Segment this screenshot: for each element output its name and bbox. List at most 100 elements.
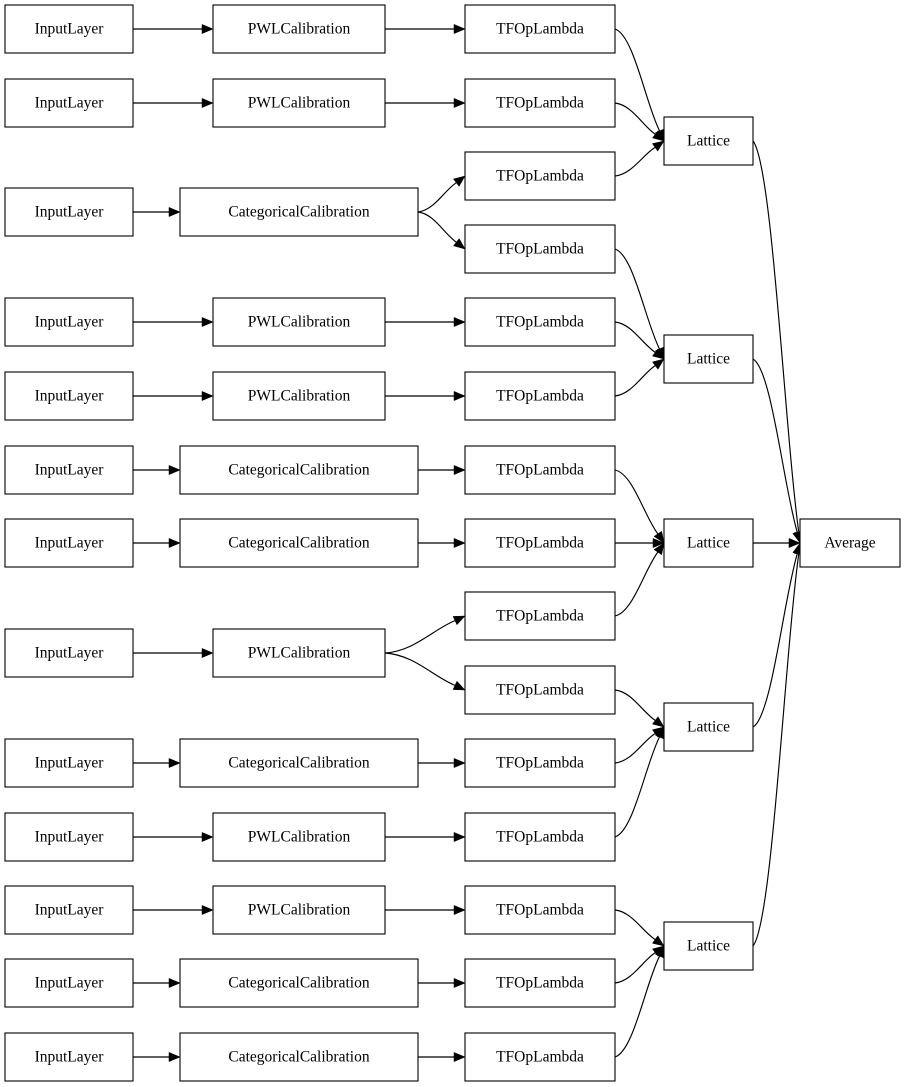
node-tfoplambda-33[interactable]: TFOpLambda <box>464 518 616 568</box>
node-box[interactable] <box>212 628 386 678</box>
node-box[interactable] <box>464 224 616 274</box>
node-box[interactable] <box>464 4 616 54</box>
node-lattice-44[interactable]: Lattice <box>663 702 754 752</box>
node-box[interactable] <box>4 187 134 237</box>
node-lattice-45[interactable]: Lattice <box>663 921 754 971</box>
node-box[interactable] <box>464 738 616 788</box>
node-box[interactable] <box>663 518 754 568</box>
node-inputlayer-12[interactable]: InputLayer <box>4 1032 134 1082</box>
node-box[interactable] <box>464 1032 616 1082</box>
node-pwlcalibration-22[interactable]: PWLCalibration <box>212 812 386 862</box>
node-box[interactable] <box>464 885 616 935</box>
node-box[interactable] <box>4 958 134 1008</box>
node-label: TFOpLambda <box>496 608 584 625</box>
node-box[interactable] <box>4 885 134 935</box>
node-tfoplambda-31[interactable]: TFOpLambda <box>464 371 616 421</box>
node-box[interactable] <box>663 921 754 971</box>
node-average-46[interactable]: Average <box>799 518 901 568</box>
node-inputlayer-3[interactable]: InputLayer <box>4 297 134 347</box>
node-box[interactable] <box>179 958 419 1008</box>
node-tfoplambda-37[interactable]: TFOpLambda <box>464 812 616 862</box>
node-tfoplambda-36[interactable]: TFOpLambda <box>464 738 616 788</box>
node-tfoplambda-30[interactable]: TFOpLambda <box>464 297 616 347</box>
node-inputlayer-5[interactable]: InputLayer <box>4 445 134 495</box>
node-lattice-41[interactable]: Lattice <box>663 116 754 166</box>
node-box[interactable] <box>179 445 419 495</box>
edge-tfoplambda-to-lattice <box>614 321 665 360</box>
node-lattice-42[interactable]: Lattice <box>663 334 754 384</box>
node-inputlayer-8[interactable]: InputLayer <box>4 738 134 788</box>
node-inputlayer-0[interactable]: InputLayer <box>4 4 134 54</box>
node-inputlayer-7[interactable]: InputLayer <box>4 628 134 678</box>
node-pwlcalibration-16[interactable]: PWLCalibration <box>212 297 386 347</box>
node-box[interactable] <box>464 518 616 568</box>
node-box[interactable] <box>464 78 616 128</box>
node-box[interactable] <box>464 151 616 201</box>
node-box[interactable] <box>464 445 616 495</box>
node-box[interactable] <box>663 702 754 752</box>
node-categoricalcalibration-18[interactable]: CategoricalCalibration <box>179 445 419 495</box>
node-box[interactable] <box>464 371 616 421</box>
node-categoricalcalibration-25[interactable]: CategoricalCalibration <box>179 1032 419 1082</box>
node-box[interactable] <box>4 628 134 678</box>
edge-categoricalcalibration-to-tfoplambda <box>417 175 466 213</box>
node-box[interactable] <box>4 445 134 495</box>
node-box[interactable] <box>4 78 134 128</box>
node-box[interactable] <box>464 665 616 715</box>
node-box[interactable] <box>4 297 134 347</box>
node-box[interactable] <box>212 885 386 935</box>
node-pwlcalibration-23[interactable]: PWLCalibration <box>212 885 386 935</box>
node-box[interactable] <box>4 812 134 862</box>
node-box[interactable] <box>464 812 616 862</box>
node-tfoplambda-28[interactable]: TFOpLambda <box>464 151 616 201</box>
node-inputlayer-2[interactable]: InputLayer <box>4 187 134 237</box>
node-box[interactable] <box>4 738 134 788</box>
node-box[interactable] <box>212 4 386 54</box>
node-box[interactable] <box>212 297 386 347</box>
node-box[interactable] <box>663 334 754 384</box>
node-tfoplambda-32[interactable]: TFOpLambda <box>464 445 616 495</box>
node-box[interactable] <box>799 518 901 568</box>
node-tfoplambda-35[interactable]: TFOpLambda <box>464 665 616 715</box>
node-tfoplambda-29[interactable]: TFOpLambda <box>464 224 616 274</box>
node-tfoplambda-26[interactable]: TFOpLambda <box>464 4 616 54</box>
node-box[interactable] <box>179 518 419 568</box>
node-box[interactable] <box>4 518 134 568</box>
node-tfoplambda-39[interactable]: TFOpLambda <box>464 958 616 1008</box>
node-inputlayer-10[interactable]: InputLayer <box>4 885 134 935</box>
node-box[interactable] <box>212 371 386 421</box>
node-inputlayer-11[interactable]: InputLayer <box>4 958 134 1008</box>
node-box[interactable] <box>179 1032 419 1082</box>
node-box[interactable] <box>464 958 616 1008</box>
edge-pwlcalibration-to-tfoplambda <box>385 391 466 401</box>
node-box[interactable] <box>4 371 134 421</box>
node-categoricalcalibration-21[interactable]: CategoricalCalibration <box>179 738 419 788</box>
node-inputlayer-4[interactable]: InputLayer <box>4 371 134 421</box>
node-categoricalcalibration-19[interactable]: CategoricalCalibration <box>179 518 419 568</box>
node-categoricalcalibration-15[interactable]: CategoricalCalibration <box>179 187 419 237</box>
node-inputlayer-6[interactable]: InputLayer <box>4 518 134 568</box>
node-label: Average <box>824 535 875 552</box>
node-box[interactable] <box>179 738 419 788</box>
node-box[interactable] <box>212 812 386 862</box>
node-inputlayer-9[interactable]: InputLayer <box>4 812 134 862</box>
node-box[interactable] <box>4 1032 134 1082</box>
node-tfoplambda-40[interactable]: TFOpLambda <box>464 1032 616 1082</box>
node-box[interactable] <box>464 591 616 641</box>
node-tfoplambda-27[interactable]: TFOpLambda <box>464 78 616 128</box>
node-pwlcalibration-20[interactable]: PWLCalibration <box>212 628 386 678</box>
node-box[interactable] <box>663 116 754 166</box>
node-pwlcalibration-14[interactable]: PWLCalibration <box>212 78 386 128</box>
node-categoricalcalibration-24[interactable]: CategoricalCalibration <box>179 958 419 1008</box>
node-box[interactable] <box>4 4 134 54</box>
node-lattice-43[interactable]: Lattice <box>663 518 754 568</box>
node-pwlcalibration-13[interactable]: PWLCalibration <box>212 4 386 54</box>
node-box[interactable] <box>212 78 386 128</box>
node-box[interactable] <box>464 297 616 347</box>
node-box[interactable] <box>179 187 419 237</box>
node-pwlcalibration-17[interactable]: PWLCalibration <box>212 371 386 421</box>
node-tfoplambda-38[interactable]: TFOpLambda <box>464 885 616 935</box>
node-inputlayer-1[interactable]: InputLayer <box>4 78 134 128</box>
node-tfoplambda-34[interactable]: TFOpLambda <box>464 591 616 641</box>
